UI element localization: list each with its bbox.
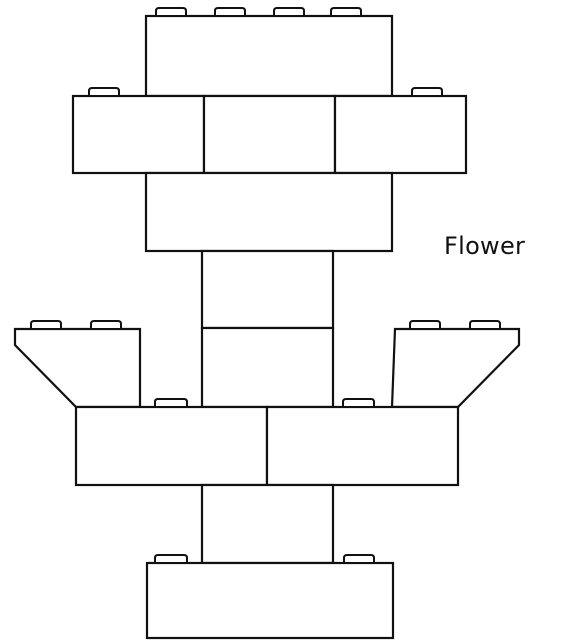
leaf-base-left-brick [74,405,269,487]
top-brick-studs [155,7,362,17]
diagram-label: Flower [444,232,526,260]
stud [214,7,246,17]
left-leaf [13,320,142,409]
upper-right-brick [333,94,468,175]
stud [154,554,188,564]
stud [154,398,188,408]
stud [90,320,122,330]
stud [409,320,441,330]
stud [342,398,375,408]
stem-upper-brick [200,249,335,330]
leaf-base-row [74,398,460,487]
upper-left-brick [71,94,206,175]
top-brick [144,7,394,98]
stud [30,320,62,330]
stud [469,320,501,330]
stud [330,7,362,17]
stud [411,87,443,97]
stem-lower-brick [200,483,335,565]
upper-middle-brick [202,94,337,175]
stud [273,7,305,17]
stem-middle-brick [200,326,335,409]
head-base-brick [144,171,394,253]
stud [155,7,187,17]
right-leaf [390,320,521,409]
stud [88,87,120,97]
upper-wide-row [71,87,468,175]
leaf-base-right-brick [265,405,460,487]
stud [343,554,375,564]
bottom-base-brick [145,554,395,640]
